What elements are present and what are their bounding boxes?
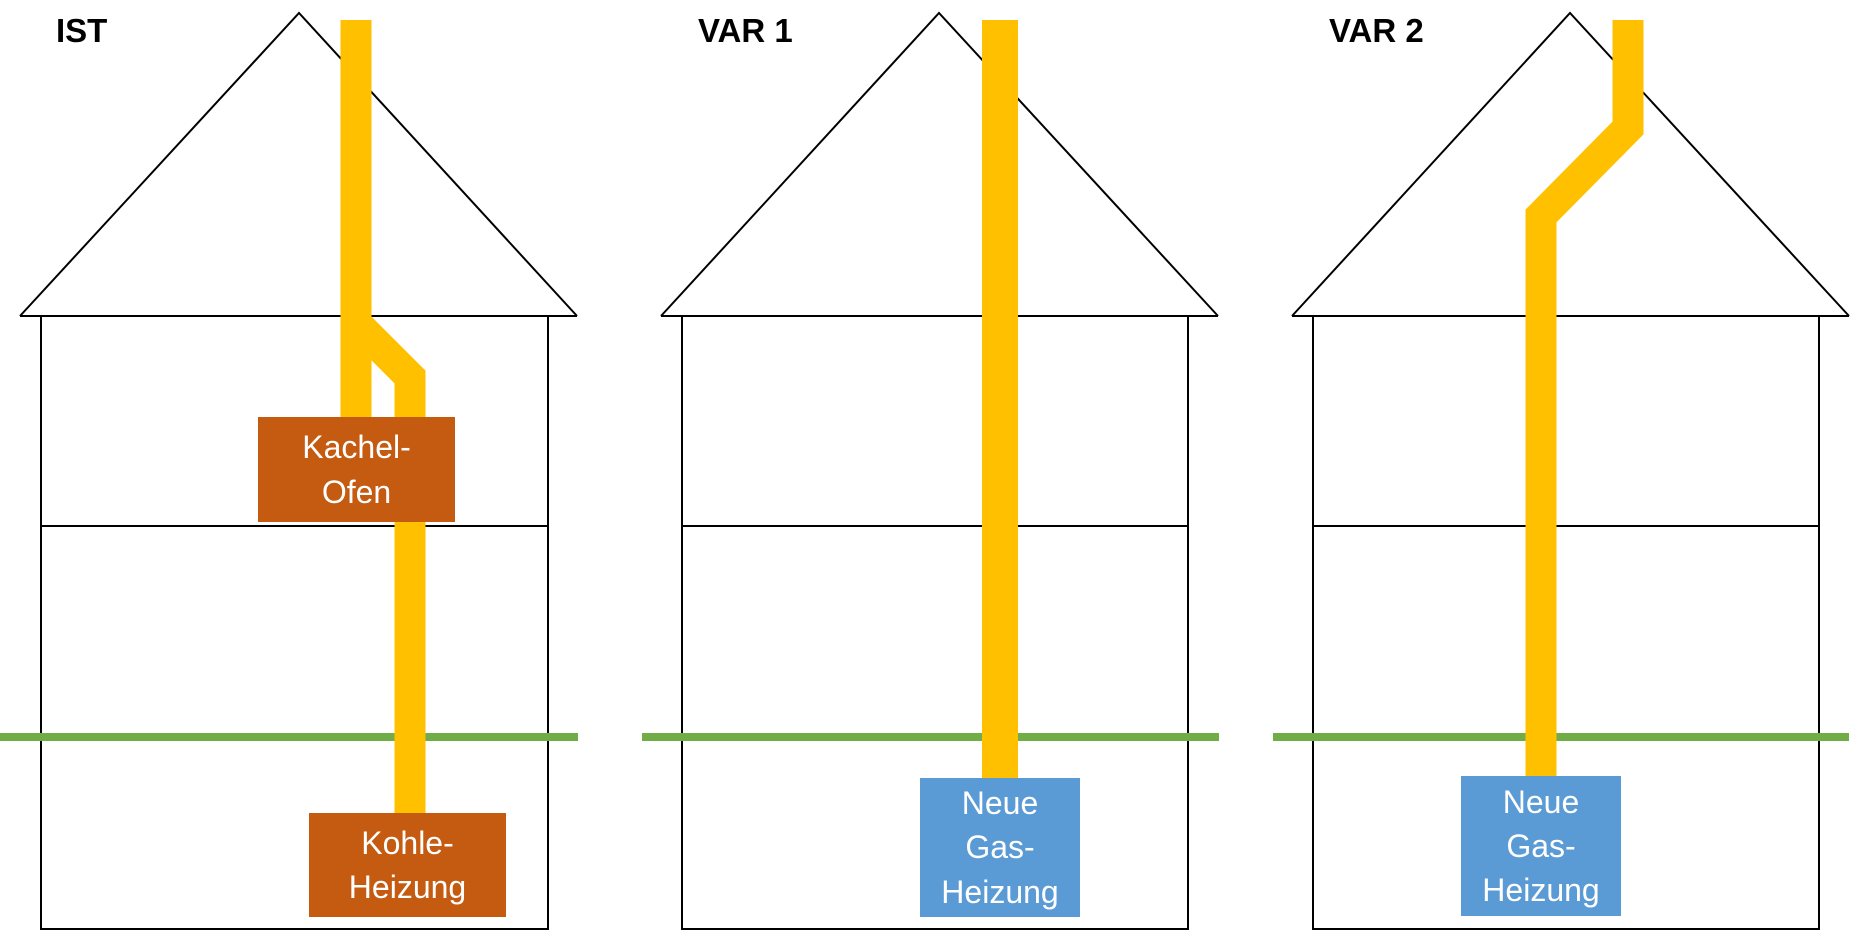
gasheizung-var1-line-2: Gas- <box>965 829 1035 866</box>
house-ist <box>0 11 578 930</box>
house-var2 <box>1273 11 1850 930</box>
house-ist-walls <box>40 315 549 930</box>
kohleheizung-label-line-2: Heizung <box>348 869 467 905</box>
house-ist-roof <box>19 11 578 317</box>
kohleheizung-label-line-1: Kohle- <box>361 824 454 861</box>
gasheizung-var1-line-1: Neue <box>961 785 1039 822</box>
house-var1 <box>642 11 1219 930</box>
neue-gasheizung-box-var2: Neue Gas- Heizung <box>1461 776 1621 916</box>
house-var1-walls <box>681 315 1189 930</box>
kachelofen-box: Kachel- Ofen <box>258 417 455 522</box>
variant-label-var1: VAR 1 <box>698 12 793 49</box>
house-var1-roof <box>660 11 1219 317</box>
variant-label-var2: VAR 2 <box>1329 12 1424 49</box>
gasheizung-var2-line-3: Heizung <box>1482 872 1600 909</box>
house-ist-chimney-branch <box>345 312 426 815</box>
house-var2-roof <box>1291 11 1850 317</box>
gasheizung-var2-line-1: Neue <box>1502 783 1580 820</box>
house-var2-chimney <box>1525 20 1644 780</box>
gasheizung-var2-line-2: Gas- <box>1506 827 1576 864</box>
neue-gasheizung-box-var1: Neue Gas- Heizung <box>920 778 1080 917</box>
house-var2-walls <box>1312 315 1820 930</box>
gasheizung-var1-line-3: Heizung <box>941 873 1059 910</box>
kachelofen-label-line-1: Kachel- <box>302 429 411 466</box>
variant-label-ist: IST <box>56 12 108 49</box>
kohleheizung-box: Kohle- Heizung <box>309 813 506 917</box>
kachelofen-label-line-2: Ofen <box>321 473 392 510</box>
